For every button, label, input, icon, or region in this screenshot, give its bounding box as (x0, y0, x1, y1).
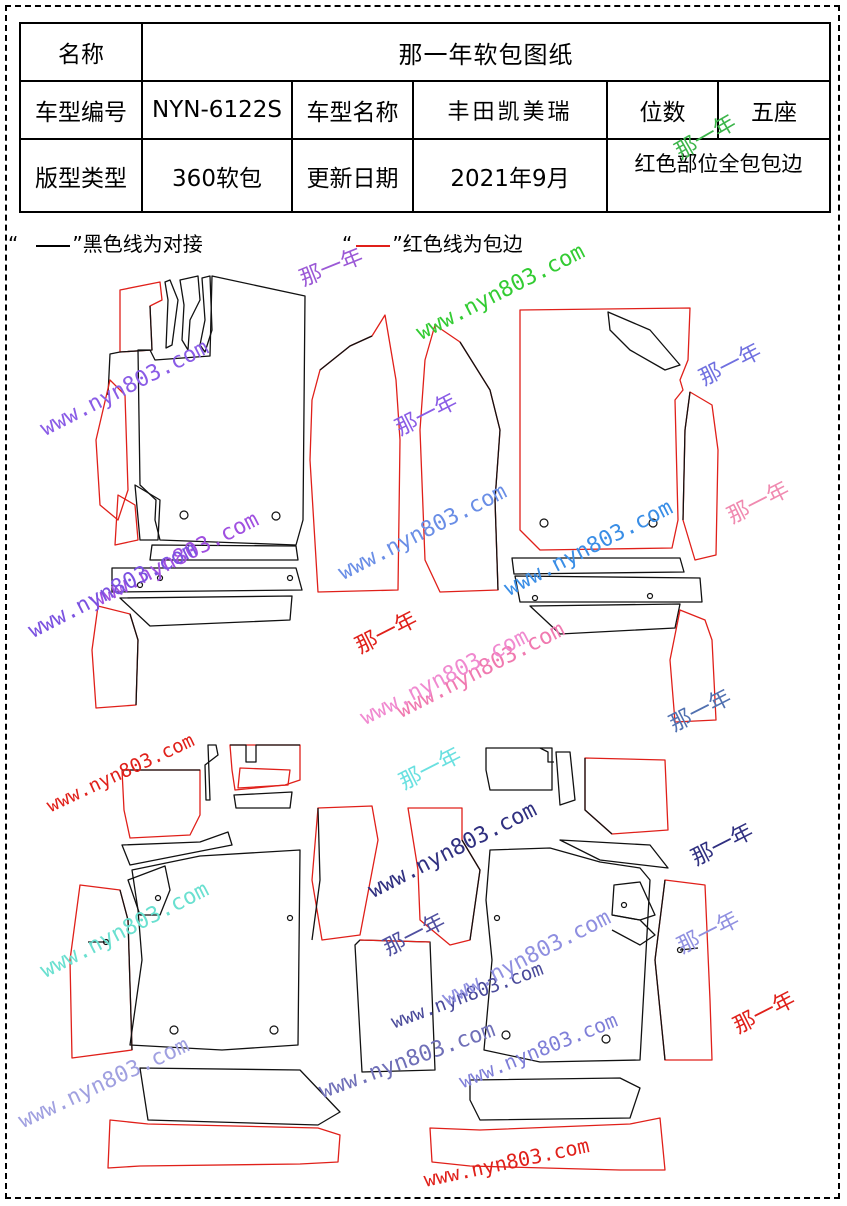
lower-left-assembly (69, 744, 379, 1169)
piece-ul-bottom-flap (91, 605, 139, 709)
piece-ul-side-strip (119, 281, 163, 353)
legend-red-open-quote: “ (342, 232, 353, 256)
piece-ur-side-flap (682, 391, 719, 561)
piece-um-right-panel (419, 324, 501, 593)
piece-ll-mid-right-flap (311, 805, 379, 941)
upper-left-assembly (91, 275, 306, 709)
legend-black-text: ”黑色线为对接 (72, 232, 203, 256)
piece-ll-side-flap (69, 884, 133, 1059)
piece-lr-wedge (559, 839, 669, 869)
piece-ul-hook-1 (164, 279, 179, 349)
piece-ul-bar-2 (111, 567, 303, 593)
piece-ur-bar-3 (529, 603, 681, 635)
piece-ur-main-mat (519, 307, 691, 551)
update-date-label: 更新日期 (291, 138, 414, 213)
piece-ll-notched-insert (204, 744, 219, 801)
page-border (5, 5, 840, 1199)
piece-lr-inset (611, 881, 656, 921)
piece-lr-main-mat (483, 847, 651, 1063)
legend-black: “ ”黑色线为对接 (8, 228, 203, 257)
pattern-type-value: 360软包 (141, 138, 293, 213)
piece-ur-corner-insert (607, 311, 681, 371)
piece-ul-hook-2 (179, 275, 201, 351)
piece-lm-right-panel (407, 807, 481, 946)
update-date-value: 2021年9月 (412, 138, 608, 213)
info-table: 名称 那一年软包图纸 车型编号 NYN-6122S 车型名称 丰田凯美瑞 位数 … (19, 22, 832, 213)
upper-right-assembly (511, 307, 719, 723)
legend-red: “ ”红色线为包边 (342, 228, 523, 257)
piece-lr-upper-right (584, 757, 669, 835)
piece-ur-bar-2 (514, 575, 703, 603)
piece-lr-top-plate (485, 747, 553, 791)
piece-ur-bar-1 (511, 557, 685, 575)
legend-red-text: ”红色线为包边 (392, 232, 523, 256)
piece-ul-bar-1 (149, 544, 299, 561)
piece-ll-main-mat (129, 849, 301, 1051)
piece-ll-stripe (233, 791, 293, 809)
lower-middle-panels (354, 807, 481, 1073)
piece-ur-bottom-flap (669, 609, 717, 723)
legend-black-line-swatch (36, 244, 71, 247)
piece-ll-lower-strip (139, 1067, 341, 1126)
piece-ll-small-box (237, 767, 291, 789)
piece-ll-wedge (121, 831, 233, 866)
seats-value: 五座 (716, 80, 832, 140)
piece-ul-bar-3 (119, 595, 293, 627)
model-code-label: 车型编号 (19, 80, 143, 140)
piece-ul-main-mat (137, 275, 306, 546)
lower-right-assembly (429, 747, 713, 1171)
piece-lr-bottom-piece (429, 1117, 666, 1171)
model-name-label: 车型名称 (291, 80, 414, 140)
legend-black-open-quote: “ (8, 232, 19, 256)
piece-ul-small-tab (114, 494, 139, 546)
name-value: 那一年软包图纸 (140, 22, 832, 82)
piece-ul-hook-3 (199, 275, 213, 353)
seats-label: 位数 (606, 80, 719, 140)
piece-lr-notched-insert (555, 751, 576, 806)
piece-um-left-panel (309, 314, 401, 593)
legend-red-line-swatch (356, 244, 391, 247)
piece-ll-inset (127, 865, 171, 916)
upper-middle-panels (309, 314, 501, 593)
piece-ul-left-flap (95, 379, 129, 521)
pattern-type-label: 版型类型 (19, 138, 143, 213)
model-name-value: 丰田凯美瑞 (412, 80, 608, 140)
model-code-value: NYN-6122S (141, 80, 293, 140)
piece-lr-lower-strip (469, 1077, 641, 1121)
piece-lm-centre-tunnel (354, 939, 436, 1073)
name-label: 名称 (19, 22, 143, 82)
edge-binding-note: 红色部位全包包边 (605, 138, 832, 213)
piece-ll-top-plate (121, 769, 201, 839)
piece-ll-bottom-piece (107, 1119, 341, 1169)
piece-lr-side-flap (654, 879, 713, 1061)
